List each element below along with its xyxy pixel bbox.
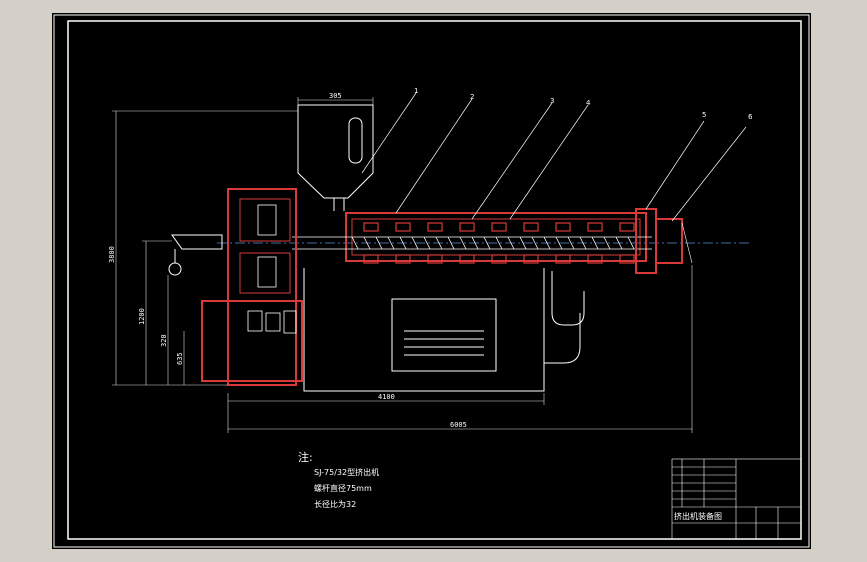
part-number-3: 3	[550, 97, 554, 105]
part-number-2: 2	[470, 93, 474, 101]
vertical-dimensions	[112, 110, 298, 386]
die-head	[635, 208, 683, 274]
hopper	[297, 104, 374, 211]
dim-overall-length: 6005	[450, 421, 467, 429]
title-block	[671, 458, 802, 540]
part-number-1: 1	[414, 87, 418, 95]
screw-flights	[292, 236, 652, 250]
hopper-dimension	[297, 97, 374, 105]
dim-base-height: 635	[176, 352, 184, 365]
dim-overall-height: 3800	[108, 246, 116, 263]
dim-inlet-height: 320	[160, 334, 168, 347]
note-line-3: 长径比为32	[314, 500, 357, 509]
inner-frame	[67, 20, 802, 540]
machine-base	[303, 268, 585, 392]
part-number-5: 5	[702, 111, 706, 119]
gearbox	[201, 188, 303, 386]
barrel-section	[345, 212, 647, 264]
part-number-6: 6	[748, 113, 753, 121]
note-line-2: 螺杆直径75mm	[314, 484, 372, 493]
note-heading: 注:	[298, 451, 313, 464]
gears	[247, 204, 297, 334]
dim-base-length: 4100	[378, 393, 395, 401]
leader-lines	[361, 92, 747, 222]
horizontal-dimensions	[227, 265, 693, 433]
part-number-4: 4	[586, 99, 591, 107]
dim-center-height: 1200	[138, 308, 146, 325]
hopper-width-dim: 305	[329, 92, 342, 100]
note-line-1: SJ-75/32型挤出机	[314, 468, 380, 477]
outer-frame	[53, 14, 810, 548]
drawing-sheet: 305	[52, 13, 811, 549]
extruder-assembly-drawing: 305	[53, 14, 810, 548]
title-block-title: 挤出机装备图	[674, 512, 722, 521]
inlet-pipe	[168, 234, 223, 276]
